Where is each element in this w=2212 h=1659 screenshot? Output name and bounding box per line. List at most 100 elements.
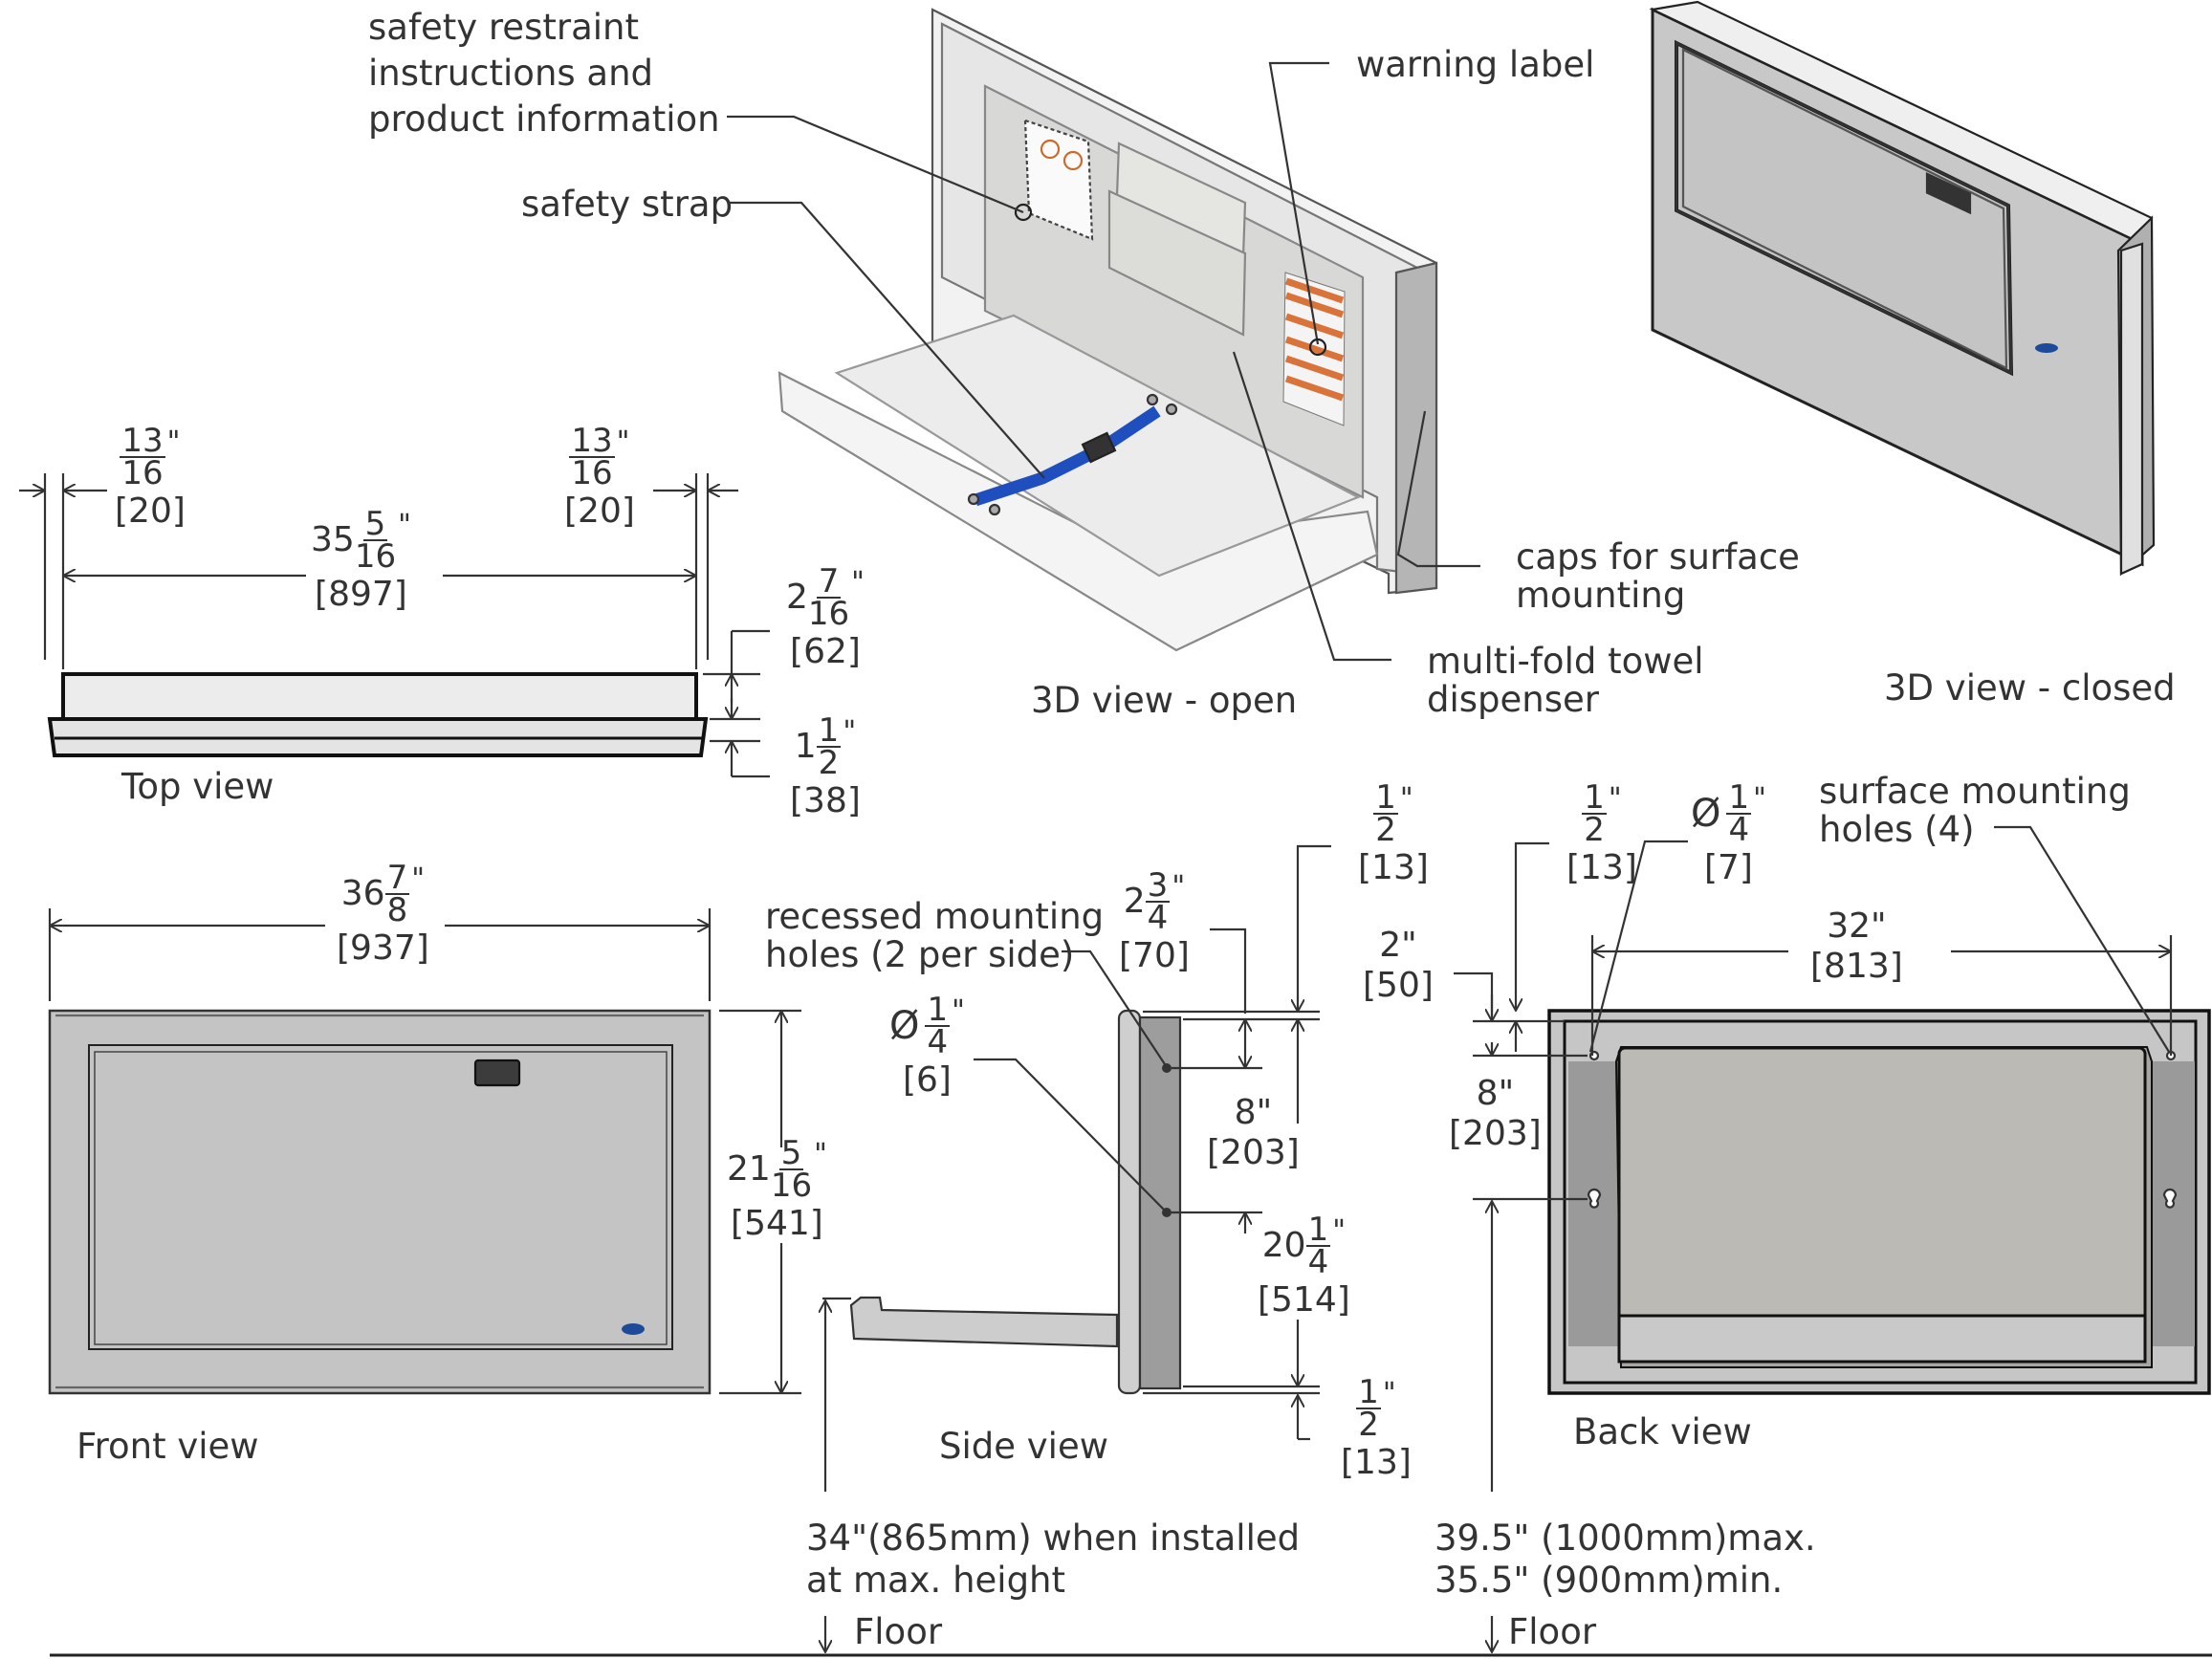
dim-metric: [813]	[1810, 947, 1903, 986]
callout-recessed-holes: recessed mounting holes (2 per side)	[765, 896, 1105, 975]
dim-whole: 2	[1123, 882, 1146, 921]
dim-whole: 35	[311, 520, 355, 559]
inch-mark: "	[1382, 1377, 1396, 1410]
callout-surface-holes: surface mounting holes (4)	[1819, 771, 2131, 850]
dim-denominator: 16	[807, 595, 850, 633]
dim-numerator: 1	[816, 711, 842, 750]
side-view-drawing	[822, 844, 1331, 1652]
inch-mark: "	[1399, 782, 1413, 816]
dim-denominator: 4	[927, 1023, 949, 1061]
dim-numerator: 13	[569, 422, 615, 460]
inch-mark: "	[398, 509, 411, 542]
label-top-view: Top view	[121, 766, 274, 807]
closed-3d-drawing	[1649, 0, 2156, 577]
callout-safety-strap: safety strap	[521, 184, 734, 225]
diameter-icon: Ø	[889, 1004, 920, 1048]
dim-metric: [38]	[790, 781, 861, 820]
callout-safety-info: safety restraint instructions and produc…	[368, 7, 720, 140]
dim-metric: [7]	[1703, 848, 1753, 887]
dim-metric: [50]	[1363, 966, 1434, 1005]
dim-denominator: 16	[571, 454, 613, 492]
dim-denominator: 2	[1358, 1406, 1379, 1444]
dim-metric: [13]	[1341, 1443, 1412, 1482]
inch-mark: "	[1753, 782, 1766, 816]
dim-metric: [62]	[790, 632, 861, 671]
inch-mark: "	[851, 566, 865, 600]
inch-mark: "	[1332, 1214, 1347, 1248]
dim-whole: 1	[794, 727, 817, 766]
dim-imperial: 32"	[1810, 908, 1903, 944]
dim-numerator: 7	[384, 859, 410, 897]
dim-numerator: 1	[925, 991, 951, 1029]
dim-metric: [20]	[115, 491, 186, 531]
note-installed-height: 34"(865mm) when installed at max. height	[806, 1517, 1301, 1601]
dim-metric: [70]	[1119, 936, 1190, 975]
dim-numerator: 1	[1726, 778, 1752, 817]
inch-mark: "	[814, 1138, 827, 1171]
dim-metric: [6]	[902, 1060, 952, 1100]
dim-whole: 36	[340, 874, 385, 913]
dim-value: 2"	[1379, 926, 1417, 965]
dim-metric: [203]	[1449, 1114, 1542, 1153]
dim-whole: 21	[727, 1149, 771, 1189]
dim-numerator: 5	[778, 1134, 804, 1172]
dim-denominator: 2	[1375, 811, 1396, 849]
inch-mark: "	[952, 994, 965, 1028]
dim-numerator: 5	[362, 505, 388, 543]
dim-metric: [897]	[315, 575, 407, 614]
dim-metric: [203]	[1207, 1133, 1300, 1172]
top-view-drawing	[19, 473, 770, 778]
dim-whole: 2	[786, 578, 808, 617]
open-3d-drawing	[727, 8, 1480, 662]
label-side-view: Side view	[939, 1426, 1108, 1467]
dim-numerator: 13	[120, 422, 165, 460]
diameter-icon: Ø	[1691, 792, 1721, 836]
dim-numerator: 1	[1356, 1373, 1381, 1411]
dim-side-hole-spacing: 8"[203]	[1207, 1095, 1300, 1170]
dim-denominator: 4	[1307, 1243, 1329, 1281]
dim-numerator: 3	[1145, 866, 1171, 905]
dim-numerator: 1	[1305, 1211, 1331, 1249]
dim-value: 8"	[1476, 1074, 1515, 1113]
dim-denominator: 16	[121, 454, 164, 492]
inch-mark: "	[616, 426, 630, 459]
dim-denominator: 4	[1147, 899, 1169, 937]
note-height-range: 39.5" (1000mm)max. 35.5" (900mm)min.	[1435, 1517, 1816, 1601]
dim-whole: 20	[1261, 1226, 1306, 1265]
dim-imperial: 8"	[1449, 1076, 1542, 1111]
dim-metric: [937]	[337, 928, 429, 968]
dim-value: 8"	[1234, 1093, 1273, 1132]
